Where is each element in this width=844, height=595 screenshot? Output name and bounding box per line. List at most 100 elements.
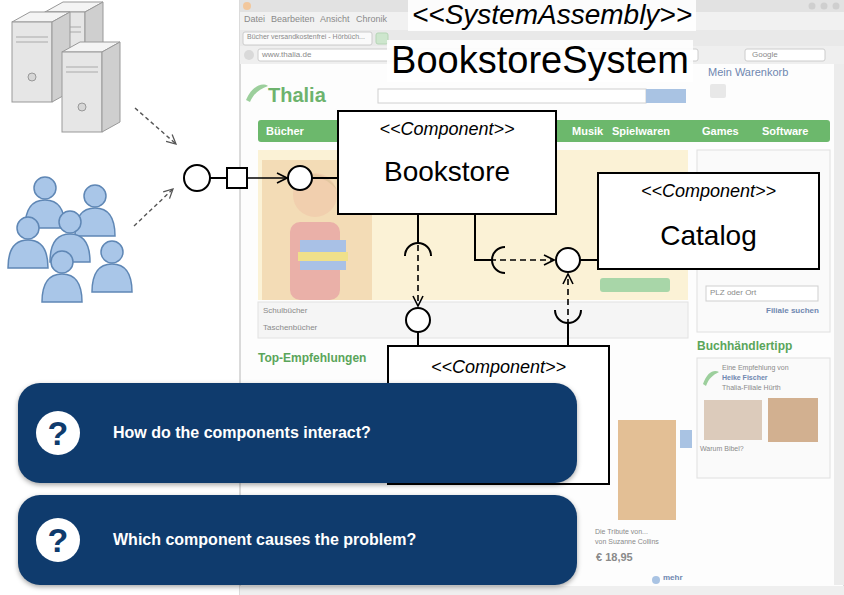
question-text: Which component causes the problem? (113, 531, 416, 549)
tab-row (258, 302, 688, 338)
screenshot-text: Warum Bibel? (700, 445, 744, 453)
screenshot-text: www.thalia.de (262, 50, 311, 59)
screenshot-text: Bücher versandkostenfrei - Hörbüch... (247, 33, 365, 41)
screenshot-text: Chronik (356, 14, 387, 24)
screenshot-text: Spielwaren (612, 125, 670, 138)
connector (247, 177, 287, 179)
question-callout: ? Which component causes the problem? (18, 495, 577, 585)
logo-leaf (246, 85, 268, 102)
server-icon (66, 67, 98, 68)
interface-ball (288, 166, 312, 190)
interface-ball (184, 165, 210, 191)
question-mark: ? (36, 518, 80, 562)
window-button (809, 3, 816, 10)
more-icon (652, 576, 660, 584)
screenshot-text: Taschenbücher (263, 323, 317, 332)
shop-search (378, 89, 646, 103)
connector (417, 215, 419, 306)
screenshot-text: Bearbeiten (271, 14, 315, 24)
interface-ball (556, 248, 580, 272)
window-icon (243, 2, 251, 10)
interface-stem (580, 259, 597, 261)
screenshot-text: Games (702, 125, 739, 138)
stereotype: <<Component>> (379, 119, 514, 140)
screenshot-text: Buchhändlertipp (697, 340, 792, 354)
interface-stem (417, 332, 419, 345)
user-icon (51, 251, 73, 273)
screenshot-text: Datei (244, 14, 265, 24)
user-icon (17, 217, 39, 239)
user-icon (34, 177, 56, 199)
access-arrow (135, 108, 176, 144)
interface-ball (406, 308, 430, 332)
browser-tab (243, 32, 372, 45)
screenshot-text: Musik (572, 125, 603, 138)
screenshot-text: PLZ oder Ort (710, 288, 756, 297)
screenshot-text: mehr (663, 573, 683, 582)
user-icon (8, 240, 48, 268)
server-icon (62, 52, 102, 132)
interface-socket (555, 310, 581, 323)
cart-icon (710, 84, 726, 98)
screenshot-text: Thalia (268, 84, 326, 107)
screenshot-text: Die Tribute von... (595, 528, 648, 536)
portrait (704, 400, 762, 440)
server-icon (28, 73, 36, 81)
screenshot-text: Thalia-Filiale Hürth (722, 384, 781, 392)
screenshot-text: Ansicht (320, 14, 350, 24)
logo-leaf (703, 371, 719, 386)
server-icon (66, 72, 98, 73)
user-icon (59, 211, 81, 233)
question-text: How do the components interact? (113, 424, 371, 442)
interface-stem (475, 215, 492, 260)
connector (475, 215, 554, 260)
interface-stem (417, 215, 419, 243)
screenshot-text: € 18,95 (596, 551, 633, 564)
server-icon (78, 103, 86, 111)
status-bar (240, 586, 844, 595)
server-icon (16, 37, 48, 38)
user-icon (84, 185, 106, 207)
screenshot-text: Filiale suchen (766, 306, 819, 315)
scrollbar (834, 64, 844, 585)
screenshot-text: von Suzanne Collins (595, 538, 659, 546)
screenshot-text: Eine Empfehlung von (722, 364, 789, 372)
screenshot-text: Google (752, 50, 778, 59)
stereotype: <<Component>> (641, 181, 776, 202)
hero-button (600, 278, 670, 292)
stereotype: <<SystemAssembly>> (408, 0, 696, 31)
book-cover (618, 420, 676, 520)
window-button (821, 3, 828, 10)
access-arrow (134, 189, 173, 226)
scroll-button (680, 430, 692, 448)
back-button (244, 50, 254, 60)
port-square (227, 168, 247, 188)
screenshot-text: Heike Fischer (722, 374, 768, 382)
screenshot-text: Bücher (266, 125, 304, 138)
window-button (833, 3, 840, 10)
question-mark: ? (36, 411, 80, 455)
connector (567, 274, 569, 345)
server-icon (102, 42, 120, 132)
assembly-name: BookstoreSystem (387, 40, 693, 82)
stereotype: <<Component>> (431, 357, 566, 378)
interface-stem (210, 177, 227, 179)
component-name: Catalog (660, 220, 757, 252)
interface-socket (405, 243, 431, 256)
user-icon (42, 274, 82, 302)
component-box: <<Component>> Catalog (597, 172, 820, 270)
screenshot-text: Schulbücher (263, 306, 307, 315)
interface-stem (312, 177, 337, 179)
component-name: Bookstore (384, 156, 510, 188)
interface-socket (492, 247, 505, 273)
server-icon (12, 22, 52, 102)
interface-stem (567, 323, 569, 345)
search-field (745, 49, 825, 61)
user-icon (101, 241, 123, 263)
server-icon (16, 42, 48, 43)
input-field (706, 286, 818, 301)
screenshot-text: Software (762, 125, 808, 138)
book (298, 252, 348, 261)
search-button (646, 89, 686, 103)
